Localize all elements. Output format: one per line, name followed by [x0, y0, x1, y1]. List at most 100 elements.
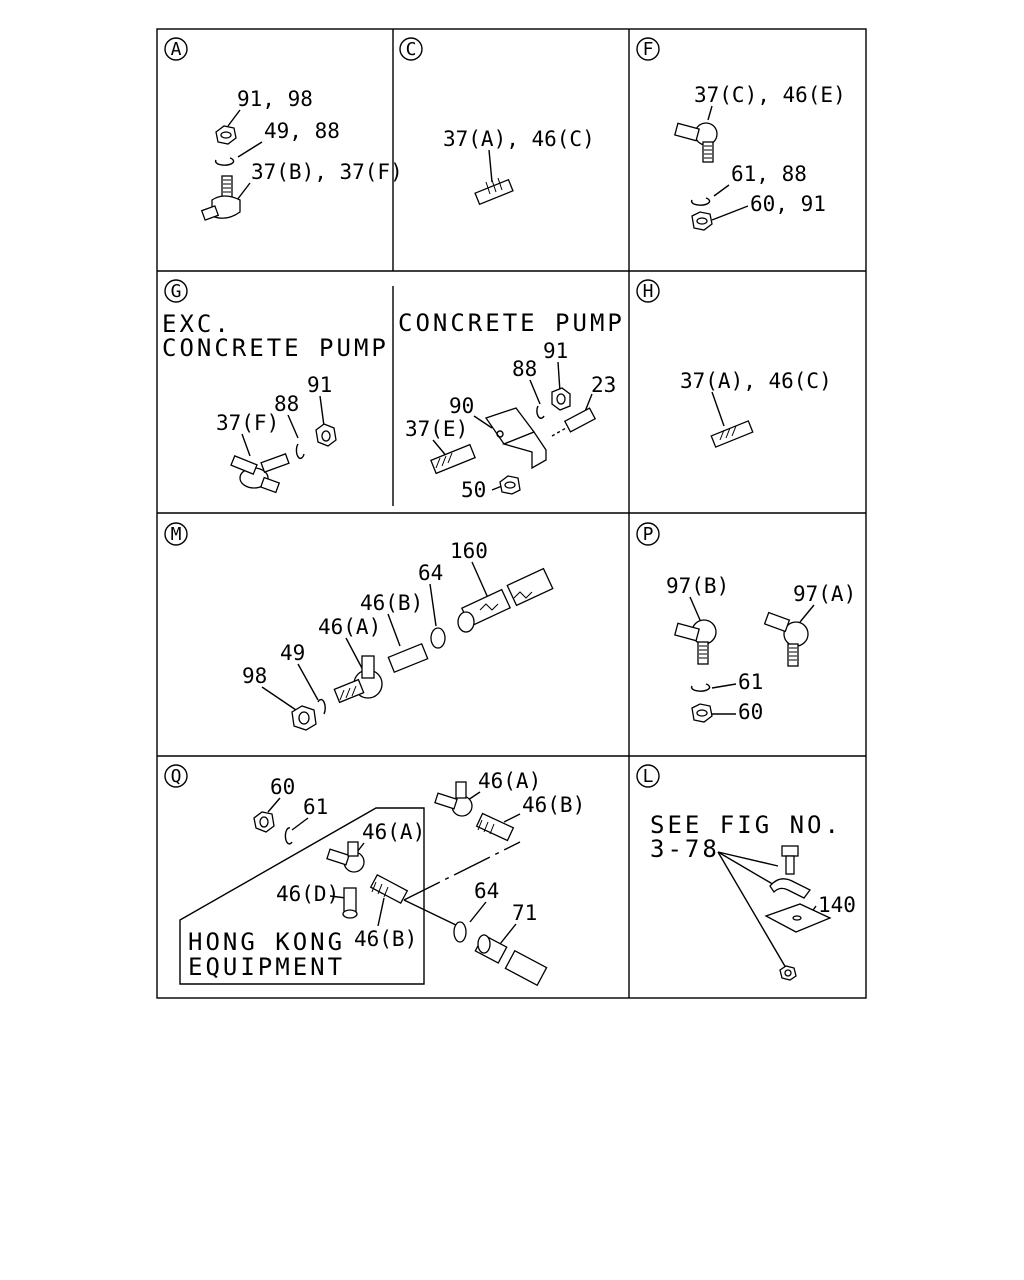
label-g-7: 23 — [591, 373, 616, 397]
washer-icon — [295, 443, 305, 460]
panel-g-letter: G — [171, 281, 182, 302]
tee-fitting-icon — [200, 175, 241, 221]
nut-icon — [779, 965, 797, 981]
label-q-5: 46(A) — [362, 820, 425, 844]
label-p-4: 60 — [738, 700, 763, 724]
label-q-6: 46(D) — [276, 882, 339, 906]
panel-a: A 91, 98 49, 88 37(B), 37(F) — [164, 37, 403, 221]
label-l-1: 140 — [818, 893, 856, 917]
panel-q-letter: Q — [171, 766, 182, 787]
union-fitting-icon — [475, 812, 515, 842]
panel-q: Q HONG KONG EQUIPMENT 60 61 46(A) 46(B) … — [164, 764, 585, 987]
washer-icon — [690, 683, 711, 692]
label-m-4: 46(A) — [318, 615, 381, 639]
panel-a-letter: A — [171, 39, 182, 60]
label-a-3: 37(B), 37(F) — [251, 160, 403, 184]
label-p-1: 97(B) — [666, 574, 729, 598]
q-note-2: EQUIPMENT — [188, 953, 345, 981]
washer-icon — [690, 197, 711, 206]
label-q-3: 46(A) — [478, 769, 541, 793]
nut-icon — [253, 811, 275, 833]
panel-h: H 37(A), 46(C) — [636, 279, 832, 448]
tee-fitting-icon — [674, 619, 717, 665]
banjo-bolt-icon — [474, 934, 548, 987]
washer-icon — [536, 405, 545, 419]
label-f-2: 61, 88 — [731, 162, 807, 186]
union-fitting-icon — [387, 642, 429, 674]
g-left-title-1: EXC. — [162, 310, 232, 338]
tee-fitting-icon — [763, 611, 809, 667]
panel-c: C 37(A), 46(C) — [399, 37, 595, 206]
nut-icon — [499, 475, 521, 495]
label-g-3: 91 — [307, 373, 332, 397]
union-fitting-icon — [342, 887, 358, 919]
tee-fitting-icon — [326, 841, 365, 873]
clamp-icon — [769, 878, 811, 899]
nut-icon — [691, 703, 713, 723]
panel-p: P 97(B) 97(A) 61 60 — [636, 522, 856, 724]
label-q-8: 64 — [474, 879, 499, 903]
label-m-3: 46(B) — [360, 591, 423, 615]
nut-icon — [291, 705, 317, 731]
label-q-4: 46(B) — [522, 793, 585, 817]
panel-g: G EXC. CONCRETE PUMP CONCRETE PUMP 37(F)… — [162, 279, 625, 502]
washer-icon — [430, 627, 446, 649]
tee-fitting-icon — [333, 655, 383, 704]
label-a-2: 49, 88 — [264, 119, 340, 143]
l-note-1: SEE FIG NO. — [650, 811, 842, 839]
label-m-5: 49 — [280, 641, 305, 665]
label-q-1: 60 — [270, 775, 295, 799]
nut-icon — [691, 211, 713, 231]
label-c-1: 37(A), 46(C) — [443, 127, 595, 151]
label-a-1: 91, 98 — [237, 87, 313, 111]
q-note-1: HONG KONG — [188, 928, 345, 956]
label-g-1: 37(F) — [216, 411, 279, 435]
label-f-3: 60, 91 — [750, 192, 826, 216]
bolt-icon — [781, 845, 799, 875]
g-left-title-2: CONCRETE PUMP — [162, 334, 389, 362]
panel-f: F 37(C), 46(E) 61, 88 60, 91 — [636, 37, 846, 231]
label-g-6: 91 — [543, 339, 568, 363]
panel-h-letter: H — [643, 281, 654, 302]
label-f-1: 37(C), 46(E) — [694, 83, 846, 107]
banjo-bolt-icon — [457, 567, 554, 633]
union-fitting-icon — [551, 407, 597, 437]
union-fitting-icon — [710, 420, 754, 448]
panel-m: M 160 64 46(B) 46(A) 49 98 — [164, 522, 554, 731]
tee-fitting-icon — [674, 122, 718, 163]
washer-icon — [453, 921, 467, 943]
label-p-2: 97(A) — [793, 582, 856, 606]
panel-p-letter: P — [643, 524, 654, 545]
nut-icon — [315, 423, 337, 447]
tee-fitting-icon — [230, 453, 290, 494]
tee-fitting-icon — [434, 781, 473, 817]
l-note-2: 3-78 — [650, 835, 720, 863]
washer-icon — [284, 827, 293, 845]
label-p-3: 61 — [738, 670, 763, 694]
label-g-4: 90 — [449, 394, 474, 418]
label-q-2: 61 — [303, 795, 328, 819]
label-q-7: 46(B) — [354, 927, 417, 951]
panel-m-letter: M — [171, 524, 182, 545]
panel-grid — [156, 28, 867, 999]
panel-l-letter: L — [643, 766, 654, 787]
panel-c-letter: C — [406, 39, 417, 60]
g-right-title: CONCRETE PUMP — [398, 309, 625, 337]
label-m-2: 64 — [418, 561, 443, 585]
nut-icon — [551, 387, 571, 411]
hong-kong-note-box — [179, 807, 425, 985]
label-q-9: 71 — [512, 901, 537, 925]
label-g-2: 88 — [274, 392, 299, 416]
label-g-9: 50 — [461, 478, 486, 502]
label-h-1: 37(A), 46(C) — [680, 369, 832, 393]
nut-icon — [215, 125, 237, 145]
label-g-8: 37(E) — [405, 417, 468, 441]
union-fitting-icon — [369, 873, 409, 905]
panel-f-letter: F — [643, 39, 654, 60]
label-g-5: 88 — [512, 357, 537, 381]
bracket-icon — [484, 407, 547, 470]
plate-icon — [764, 903, 832, 933]
label-m-1: 160 — [450, 539, 488, 563]
label-m-6: 98 — [242, 664, 267, 688]
